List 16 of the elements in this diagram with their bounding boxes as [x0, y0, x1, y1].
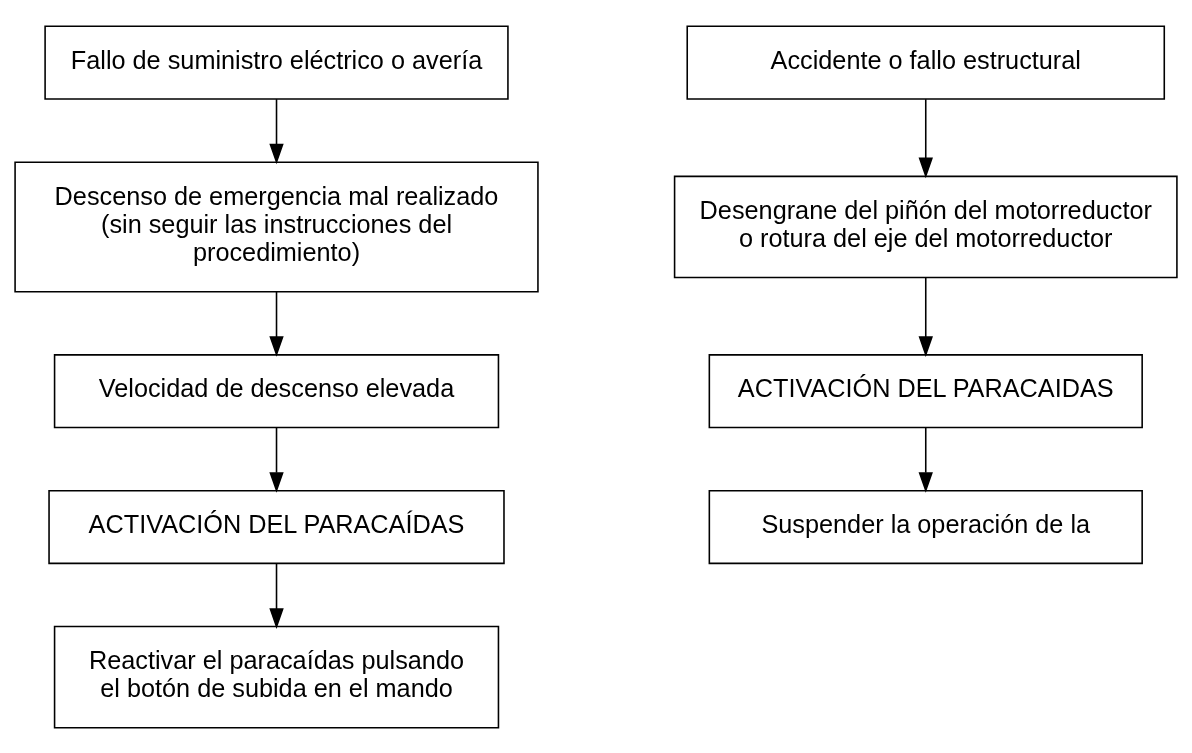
node-box: Desengrane del piñón del motorreductor o rotura del eje del motorreductor — [673, 175, 1178, 278]
node-box: Fallo de suministro eléctrico o avería — [44, 25, 509, 100]
node-box: Velocidad de descenso elevada — [53, 353, 500, 428]
arrow — [918, 276, 933, 357]
arrow — [269, 290, 284, 357]
arrow — [269, 562, 284, 629]
node-box: Descenso de emergencia mal realizado (sin seguir las instrucciones del procedimiento) — [14, 160, 539, 292]
arrow — [918, 426, 933, 493]
node-box: Suspender la operación de la — [708, 489, 1143, 564]
node-box: Reactivar el paracaídas pulsando el botón de subida en el mando — [53, 625, 500, 728]
node-box: ACTIVACIÓN DEL PARACAIDAS — [708, 353, 1143, 428]
node-box: Accidente o fallo estructural — [686, 25, 1166, 100]
node-box: ACTIVACIÓN DEL PARACAÍDAS — [48, 489, 505, 564]
arrow — [269, 97, 284, 164]
arrow — [918, 97, 933, 178]
arrow — [269, 426, 284, 493]
